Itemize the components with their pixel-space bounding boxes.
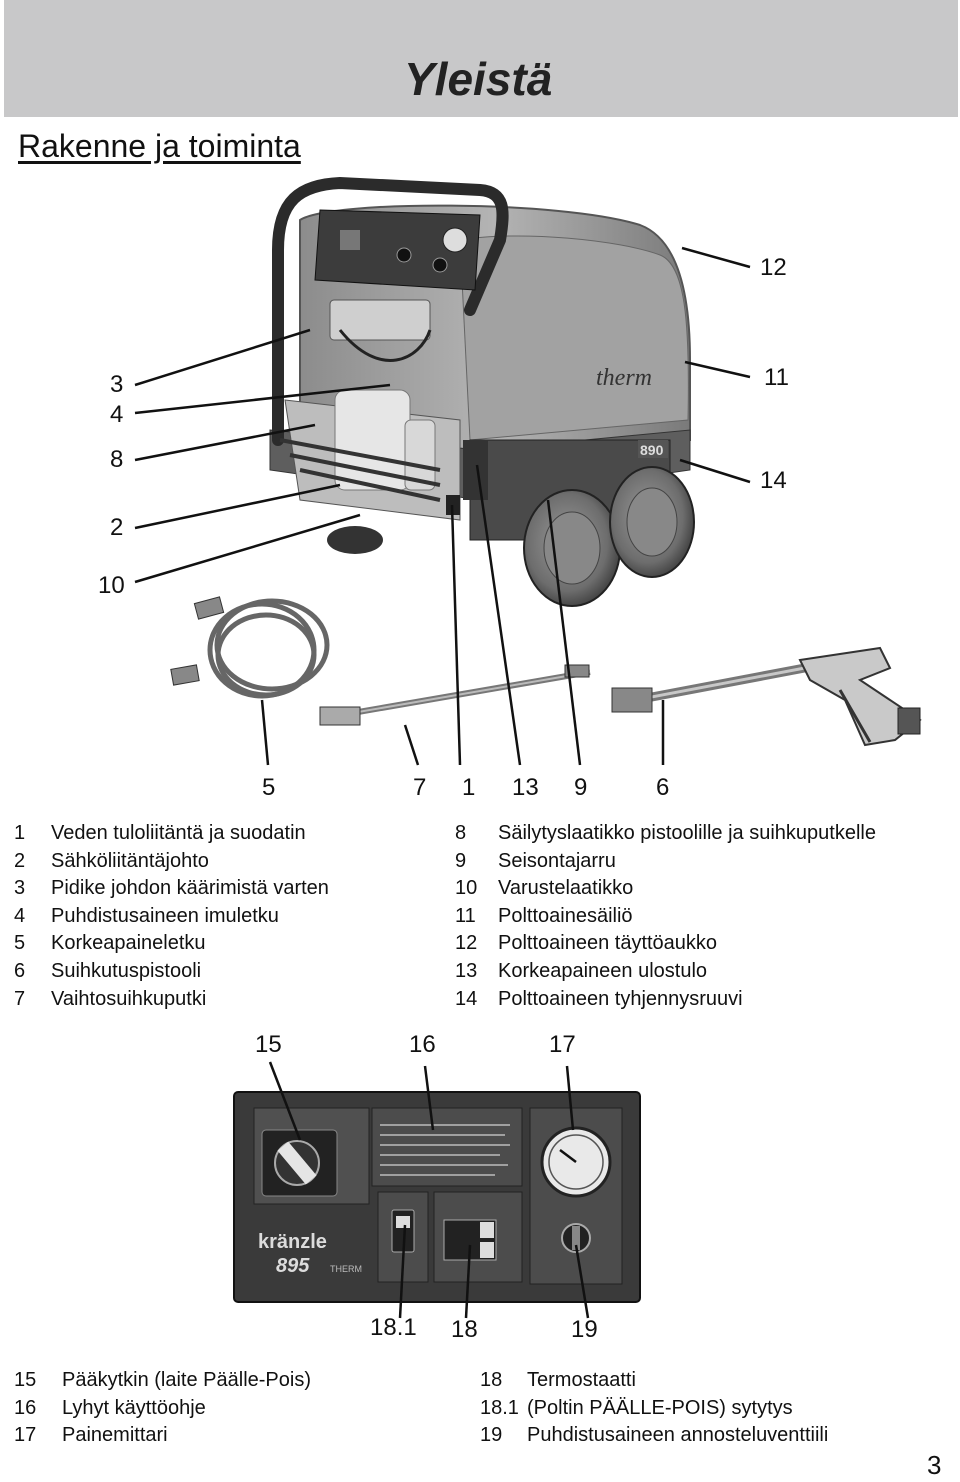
callout-1: 1 [462, 774, 476, 801]
svg-text:890: 890 [640, 442, 664, 458]
svg-text:895: 895 [276, 1255, 310, 1277]
svg-text:therm: therm [596, 365, 652, 391]
callout-8: 8 [110, 446, 124, 473]
callout-18-1: 18.1 [370, 1314, 417, 1341]
header-bar: Yleistä [4, 0, 958, 117]
callout-17: 17 [549, 1031, 576, 1058]
callout-9: 9 [574, 774, 588, 801]
callout-18: 18 [451, 1316, 478, 1343]
page-title: Yleistä [404, 53, 553, 105]
page-number: 3 [927, 1450, 942, 1480]
callout-3: 3 [110, 371, 124, 398]
callout-13: 13 [512, 774, 539, 801]
callout-6: 6 [656, 774, 670, 801]
svg-text:kränzle: kränzle [258, 1231, 327, 1253]
section-title: Rakenne ja toiminta [18, 128, 301, 164]
callout-7: 7 [413, 774, 427, 801]
callout-19: 19 [571, 1316, 598, 1343]
callout-5: 5 [262, 774, 276, 801]
machine-illustration: therm 890 [134, 176, 922, 766]
callout-14: 14 [760, 467, 787, 494]
svg-text:THERM: THERM [330, 1264, 362, 1274]
callout-16: 16 [409, 1031, 436, 1058]
callout-10: 10 [98, 572, 125, 599]
callout-4: 4 [110, 401, 124, 428]
legend-item: 18.1(Poltin PÄÄLLE-POIS) sytytys [480, 1396, 793, 1419]
callout-2: 2 [110, 514, 124, 541]
callout-15: 15 [255, 1031, 282, 1058]
callout-11: 11 [764, 364, 789, 391]
callout-12: 12 [760, 254, 787, 281]
